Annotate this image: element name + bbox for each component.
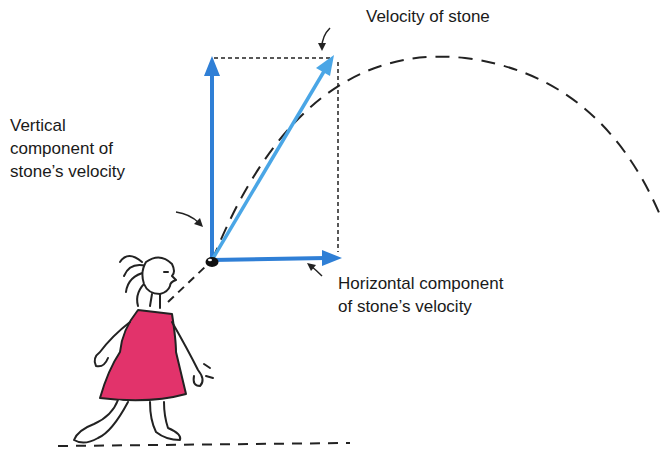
ground-line	[58, 443, 350, 446]
arm	[172, 322, 203, 386]
vertical-vector	[210, 72, 214, 260]
construction-line	[337, 62, 339, 252]
trajectory-path	[212, 57, 660, 261]
leader-head	[194, 218, 203, 227]
label-text: Horizontal component of stone’s velocity	[338, 272, 514, 318]
girl-figure	[74, 256, 213, 443]
velocity-vector	[212, 68, 326, 260]
leg	[74, 400, 128, 443]
construction-line	[214, 57, 333, 59]
leader-head	[318, 43, 326, 51]
leg	[150, 402, 180, 440]
stone-highlight	[208, 259, 212, 262]
arm	[95, 322, 130, 366]
head	[142, 257, 176, 294]
leader-head	[307, 263, 316, 271]
stone	[206, 257, 219, 267]
arrowhead	[322, 250, 342, 266]
motion-marks	[204, 364, 213, 378]
eye	[164, 271, 168, 273]
neck	[150, 294, 160, 308]
arrowhead	[204, 56, 220, 76]
label-text: Velocity of stone	[366, 5, 526, 28]
horizontal-vector	[212, 258, 326, 260]
leader-line	[176, 212, 199, 223]
arrowhead	[316, 55, 334, 76]
label-text: Vertical component of stone’s velocity	[10, 114, 140, 183]
